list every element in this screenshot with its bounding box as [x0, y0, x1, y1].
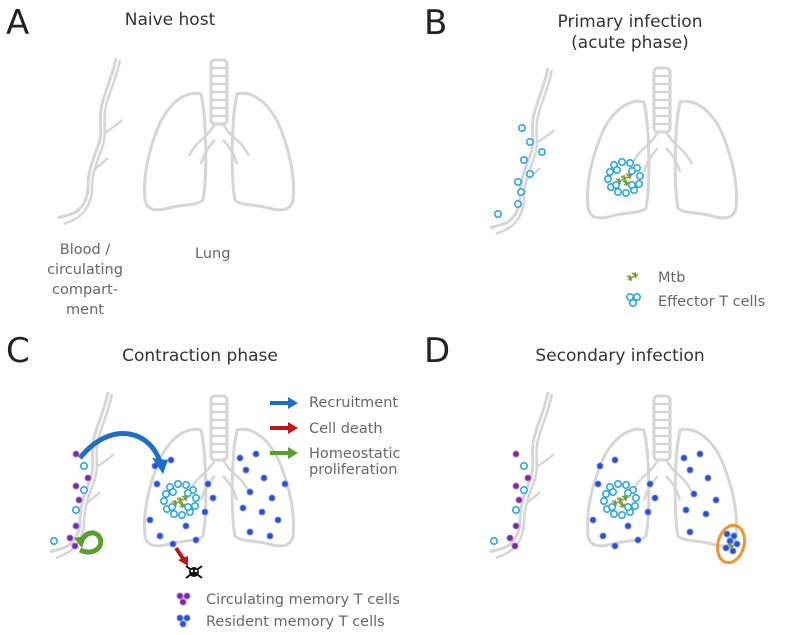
- label-blood-line1: Blood /: [59, 242, 111, 258]
- legend-label-homeostatic: Homeostatic proliferation: [309, 446, 401, 478]
- legend-label-mtb: Mtb: [658, 270, 686, 286]
- panel-d-lung: [586, 394, 738, 548]
- panel-b-lung: [586, 66, 738, 220]
- resident-memory-icon: [176, 614, 191, 628]
- panel-letter-d: D: [424, 331, 451, 371]
- label-lung: Lung: [195, 246, 231, 262]
- circulating-memory-icon: [176, 592, 191, 606]
- panel-a-vessel: [56, 56, 124, 226]
- panel-d-vessel: [488, 390, 556, 560]
- recruitment-arrowhead: [152, 458, 168, 474]
- panel-letter-c: C: [6, 331, 30, 371]
- legend-label-homeostatic-line1: Homeostatic: [309, 446, 401, 462]
- panel-d-vessel-cells: [489, 450, 532, 550]
- legend-label-resident-memory: Resident memory T cells: [206, 614, 385, 630]
- recruitment-legend-icon: [270, 397, 298, 409]
- panel-title-c: Contraction phase: [122, 346, 278, 366]
- legend-label-cell-death: Cell death: [309, 421, 383, 437]
- panel-title-b-line1: Primary infection: [557, 12, 703, 32]
- panel-title-a: Naive host: [124, 10, 216, 30]
- panel-c-resident-cells: [146, 450, 289, 548]
- label-blood-line4: ment: [66, 302, 104, 318]
- proliferation-arrow: [78, 530, 104, 555]
- effector-t-cell-icon: [625, 292, 642, 308]
- secondary-focus-highlight: [716, 523, 746, 565]
- recruitment-arrow: [78, 431, 163, 463]
- panel-c-lung: [143, 394, 295, 548]
- panel-title-d: Secondary infection: [535, 346, 705, 366]
- panel-d-granuloma: [601, 481, 639, 518]
- cell-death-legend-icon: [270, 422, 298, 434]
- cell-death-arrowhead: [178, 556, 188, 566]
- cell-death-arrow: [174, 546, 186, 562]
- proliferation-arrowhead: [74, 536, 86, 548]
- bacteria-icon: [626, 271, 639, 282]
- legend-label-homeostatic-line2: proliferation: [309, 462, 398, 478]
- panel-letter-b: B: [424, 3, 448, 43]
- proliferation-legend-icon: [270, 447, 298, 459]
- panel-title-b-line2: (acute phase): [571, 33, 689, 53]
- panel-a-lung: [143, 58, 295, 212]
- legend-label-circulating-memory: Circulating memory T cells: [206, 592, 400, 608]
- label-blood-compartment: Blood / circulating compart- ment: [40, 240, 130, 320]
- panel-c-granuloma: [161, 481, 199, 518]
- panel-c-vessel: [48, 390, 116, 560]
- label-blood-line2: circulating: [47, 262, 123, 278]
- panel-letter-a: A: [6, 3, 30, 43]
- panel-b-granuloma: [605, 159, 643, 196]
- legend-label-recruitment: Recruitment: [309, 395, 399, 411]
- legend-label-effector: Effector T cells: [658, 294, 766, 310]
- skull-icon: [185, 565, 203, 579]
- panel-title-b: Primary infection (acute phase): [530, 12, 730, 54]
- label-blood-line3: compart-: [52, 282, 118, 298]
